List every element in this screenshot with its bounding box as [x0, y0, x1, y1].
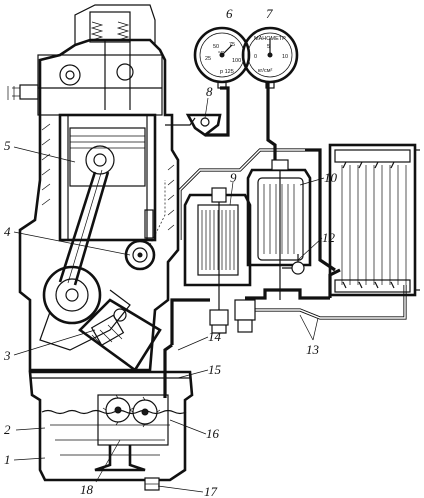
engine-block [7, 4, 180, 372]
camshaft [124, 239, 156, 271]
callout-17: 17 [204, 484, 218, 498]
callout-1: 1 [4, 452, 11, 467]
temp-tick-25: 25 [205, 56, 211, 62]
callout-14: 14 [208, 329, 222, 344]
temp-label: р 125 [220, 69, 234, 75]
oil-pump-gears [94, 343, 173, 472]
coarse-filter [183, 187, 252, 334]
fine-filter [234, 159, 312, 333]
pressure-tick-0: 0 [254, 54, 257, 60]
temp-unit: °C [218, 51, 224, 57]
callout-4: 4 [4, 224, 11, 239]
temp-tick-50: 50 [213, 44, 219, 50]
pressure-tick-5: 5 [267, 44, 270, 50]
pressure-unit: кг/см² [258, 68, 272, 74]
callout-labels: 5 4 3 2 1 18 17 16 15 14 13 12 10 9 8 6 … [3, 6, 338, 498]
temp-tick-75: 75 [229, 42, 235, 48]
oil-cooler [328, 143, 420, 297]
pressure-title: МАНОМЕТР [254, 36, 286, 42]
temp-tick-100: 100 [232, 58, 241, 64]
callout-2: 2 [4, 422, 11, 437]
callout-3: 3 [3, 348, 11, 363]
callout-12: 12 [322, 230, 336, 245]
callout-6: 6 [226, 6, 233, 21]
oil-pipes [165, 82, 407, 345]
pressure-tick-10: 10 [282, 54, 288, 60]
oil-pump-drive [78, 298, 162, 372]
callout-7: 7 [266, 6, 273, 21]
callout-15: 15 [208, 362, 222, 377]
oil-pan [28, 370, 194, 491]
callout-13: 13 [306, 342, 320, 357]
connecting-rod [58, 169, 110, 286]
pressure-gauge: МАНОМЕТР 0 5 10 кг/см² [241, 26, 299, 89]
callout-5: 5 [4, 138, 11, 153]
crankshaft [39, 265, 131, 351]
callout-8: 8 [206, 84, 213, 99]
valve-spring-right [116, 21, 130, 41]
callout-10: 10 [324, 170, 338, 185]
callout-9: 9 [230, 170, 237, 185]
callout-18: 18 [80, 482, 94, 497]
temperature-gauge: 50 75 25 100 °C р 125 [193, 26, 251, 89]
valve-spring-left [90, 21, 104, 41]
leader-lines [13, 97, 325, 493]
callout-16: 16 [206, 426, 220, 441]
thermometer-sensor [185, 113, 222, 137]
